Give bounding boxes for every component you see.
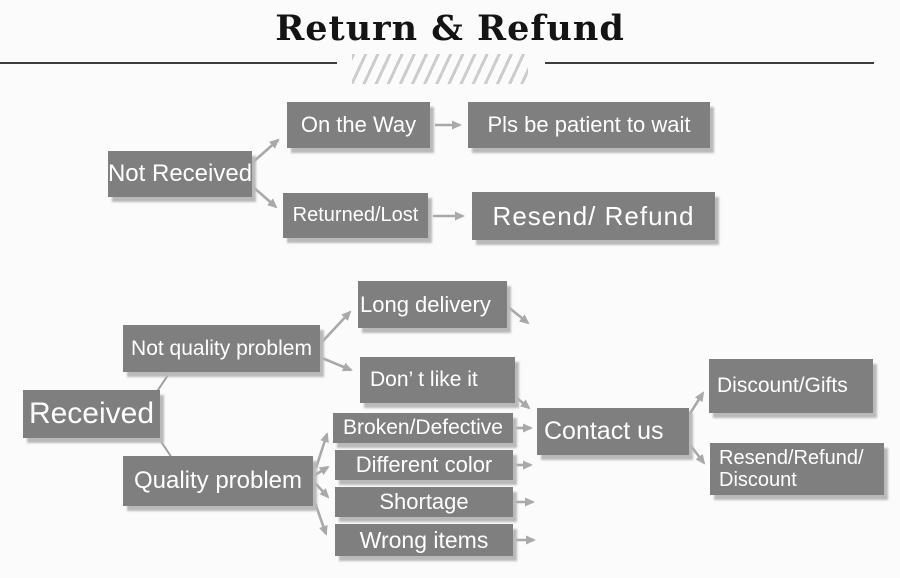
hatch-decoration [352,54,528,84]
line-received-to-quality [157,436,173,459]
title-rule-right [545,62,874,64]
node-on-the-way: On the Way [287,102,430,148]
node-received: Received [23,390,160,438]
arrow-quality-to-shortage [314,482,330,499]
node-label: Different color [355,452,493,477]
node-label: Wrong items [359,526,489,553]
node-wrong-items: Wrong items [335,524,513,556]
node-label: Not quality problem [131,336,312,360]
node-pls-be-patient: Pls be patient to wait [468,102,710,148]
node-shortage: Shortage [335,487,513,517]
arrow-long-delivery-out [506,304,530,325]
node-not-quality-problem: Not quality problem [123,325,320,372]
node-label: Don’ t like it [370,368,478,391]
arrow-not-quality-to-dont-like [321,356,353,372]
node-quality-problem: Quality problem [123,456,313,506]
node-label: Received [28,397,155,430]
node-long-delivery: Long delivery [358,281,507,328]
node-label: Shortage [379,489,469,514]
node-not-received: Not Received [108,151,252,197]
node-label: Long delivery [360,291,491,317]
arrow-quality-to-broken [314,432,329,469]
node-label: Contact us [544,417,664,445]
node-broken-defective: Broken/Defective [333,413,513,443]
node-discount-gifts: Discount/Gifts [709,359,873,413]
node-different-color: Different color [335,450,513,480]
node-label: Not Received [107,160,253,187]
arrow-not-quality-to-long-delivery [321,310,352,343]
node-contact-us: Contact us [537,408,689,455]
page-title: Return & Refund [275,8,625,49]
node-label-line1: Resend/Refund/ [719,447,864,469]
node-label: On the Way [300,112,417,137]
arrow-quality-to-wrong-items [311,496,328,536]
arrow-quality-to-different-color [314,465,330,477]
node-label: Returned/Lost [292,204,419,226]
node-resend-refund-discount: Resend/Refund/ Discount [710,443,884,495]
node-label-line2: Discount [719,469,797,491]
node-resend-refund: Resend/ Refund [472,192,715,240]
arrow-not-received-to-returned-lost [251,185,278,209]
node-returned-lost: Returned/Lost [283,193,428,238]
title-rule-left [0,62,337,64]
node-label: Resend/ Refund [492,200,695,231]
node-label: Quality problem [133,467,303,494]
node-label: Discount/Gifts [717,374,848,397]
node-label: Pls be patient to wait [487,112,691,137]
arrow-not-received-to-on-the-way [251,138,280,164]
node-dont-like-it: Don’ t like it [360,357,515,403]
node-label: Broken/Defective [343,416,503,439]
